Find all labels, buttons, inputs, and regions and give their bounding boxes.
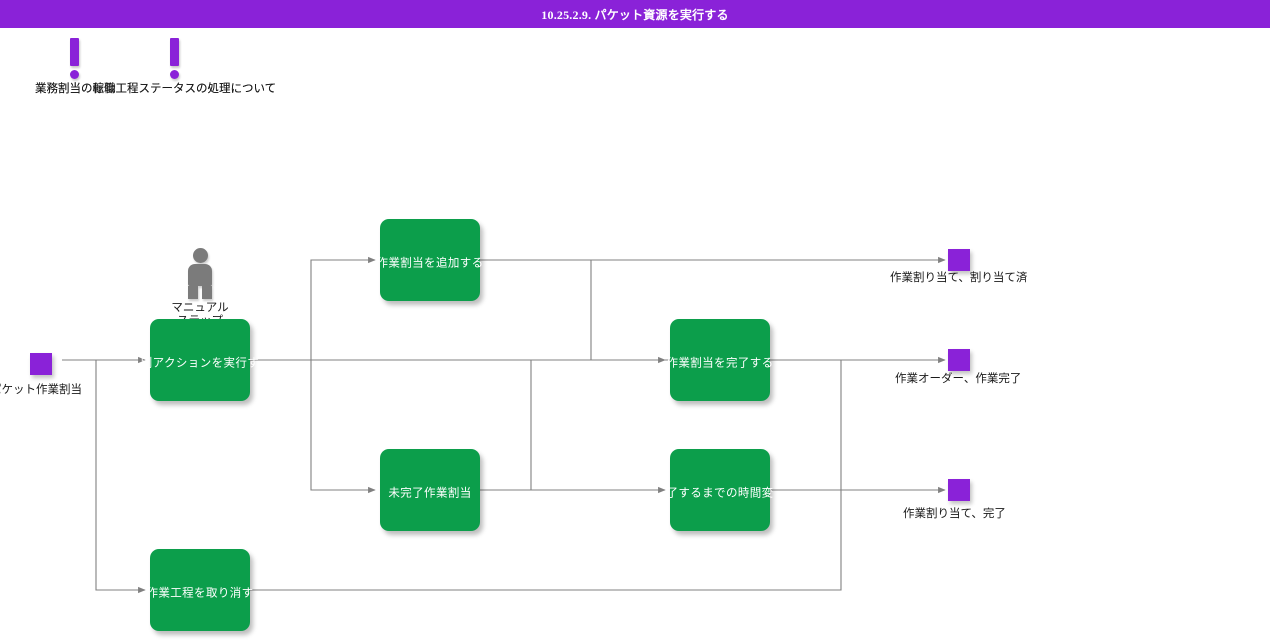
task-execute-other-action[interactable]: 別アクションを実行す bbox=[141, 319, 259, 401]
task-label: 未完了作業割当 bbox=[388, 487, 472, 500]
edge-add-assignment-to-complete bbox=[590, 260, 666, 364]
end-event-label: 作業割り当て、割り当て済 bbox=[890, 272, 1028, 284]
task-label: 了するまでの時間変 bbox=[666, 487, 774, 500]
window-title-bar: 10.25.2.9. パケット資源を実行する bbox=[0, 0, 1270, 28]
start-event-label: パケット作業割当 bbox=[0, 384, 82, 396]
person-legs bbox=[188, 286, 212, 299]
manual-step-actor: マニュアル ステップ bbox=[171, 248, 229, 327]
page-title: 10.25.2.9. パケット資源を実行する bbox=[541, 7, 729, 22]
task-label: 別アクションを実行す bbox=[140, 357, 260, 370]
annotation-text-front: 業務割当の転職工程ステータスの処理について bbox=[35, 83, 277, 95]
start-event-packet-work-assignment[interactable] bbox=[30, 353, 52, 375]
exclamation-mark-icon bbox=[170, 38, 179, 79]
person-body bbox=[188, 264, 212, 286]
end-event-work-order-completed[interactable] bbox=[948, 349, 970, 371]
edge-start-to-cancel bbox=[95, 360, 146, 594]
person-icon bbox=[192, 248, 208, 263]
task-cancel-work-process[interactable]: 作業工程を取り消す bbox=[146, 549, 253, 631]
end-event-label: 作業オーダー、作業完了 bbox=[895, 373, 1022, 385]
end-event-assignment-completed[interactable] bbox=[948, 479, 970, 501]
edge-incomplete-riser-to-complete bbox=[530, 359, 665, 490]
workflow-diagram-canvas: 業務割当の稼働工程ステータスの処理について 業務割当の転職工程ステータスの処理に… bbox=[0, 28, 1270, 640]
manual-step-label-line1: マニュアル bbox=[171, 302, 229, 314]
end-event-label: 作業割り当て、完了 bbox=[903, 508, 1006, 520]
task-complete-work-assignment[interactable]: 作業割当を完了する bbox=[666, 319, 773, 401]
task-label: 作業割当を完了する bbox=[666, 357, 774, 370]
task-incomplete-work-assignment[interactable]: 未完了作業割当 bbox=[380, 449, 480, 531]
exclamation-mark-icon bbox=[70, 38, 79, 79]
task-label: 作業工程を取り消す bbox=[146, 587, 254, 600]
annotation-text-back: 業務割当の稼働工程ステータスの処理について bbox=[35, 83, 277, 95]
edge-trunk-to-add-assignment bbox=[310, 256, 376, 360]
task-label: 作業割当を追加する bbox=[376, 257, 484, 270]
task-time-change-until-completion[interactable]: 了するまでの時間変 bbox=[666, 449, 773, 531]
task-add-work-assignment[interactable]: 作業割当を追加する bbox=[376, 219, 483, 301]
end-event-assignment-assigned[interactable] bbox=[948, 249, 970, 271]
edge-trunk-to-incomplete bbox=[310, 360, 376, 494]
